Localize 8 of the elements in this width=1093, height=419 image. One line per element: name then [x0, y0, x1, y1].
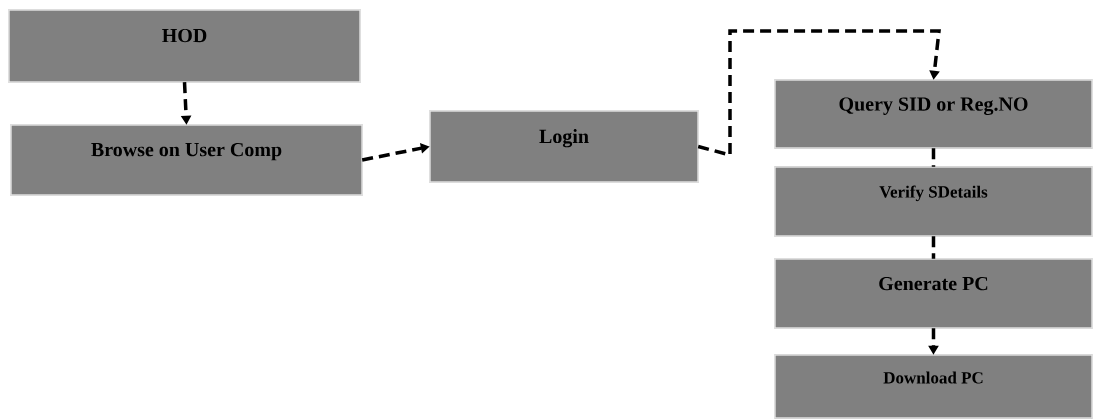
process-box: Generate PC [774, 258, 1093, 329]
process-box: Query SID or Reg.NO [774, 79, 1093, 149]
process-box: Login [429, 110, 699, 183]
process-box: Browse on User Comp [10, 124, 363, 196]
process-box: Download PC [774, 354, 1093, 419]
process-box: HOD [8, 9, 361, 83]
process-box: Verify SDetails [774, 166, 1093, 237]
arrow [697, 29, 941, 158]
